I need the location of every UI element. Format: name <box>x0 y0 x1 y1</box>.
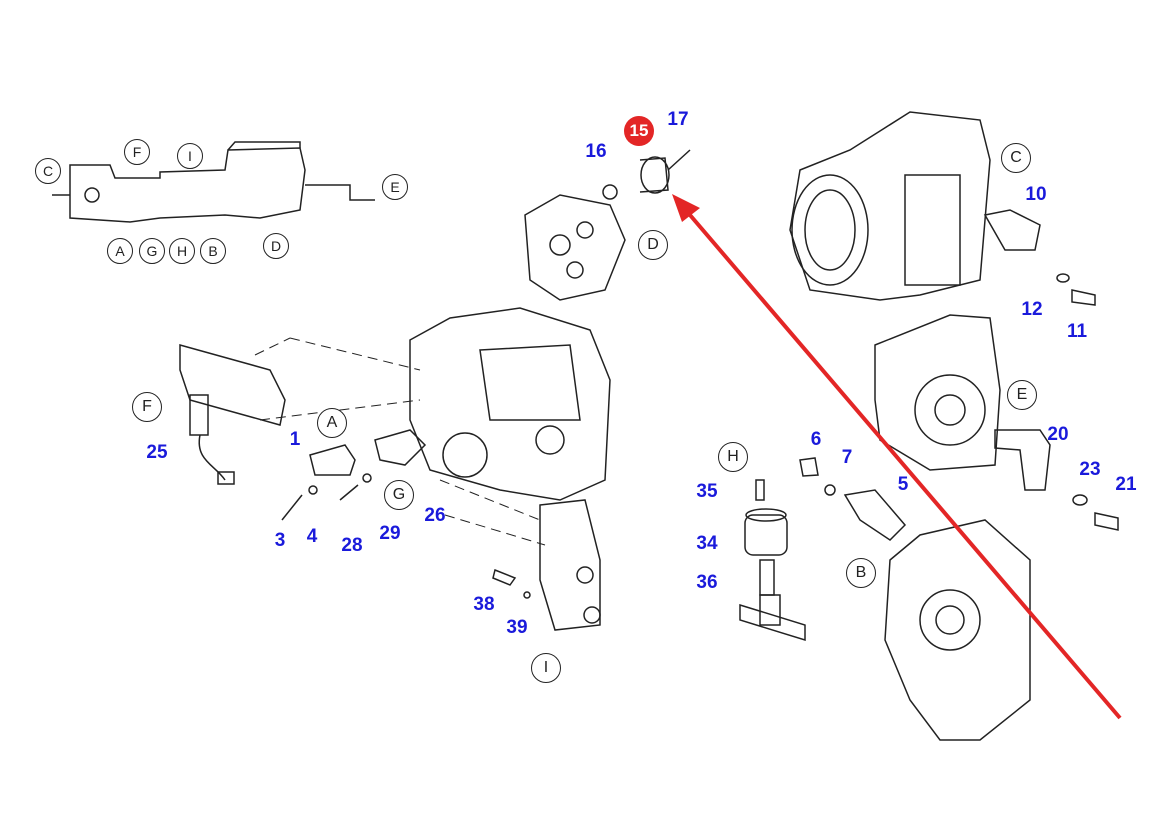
highlight-arrow <box>672 194 1122 720</box>
part-number-36: 36 <box>696 572 718 593</box>
overview-label-b: B <box>200 238 226 264</box>
group-label-c: C <box>1001 143 1031 173</box>
overview-label-h: H <box>169 238 195 264</box>
component-f-block <box>179 344 286 485</box>
part-number-35: 35 <box>696 481 718 502</box>
part-number-28: 28 <box>341 535 363 556</box>
part-number-34: 34 <box>696 533 718 554</box>
component-d-block <box>524 149 691 301</box>
part-number-20: 20 <box>1047 424 1069 445</box>
part-number-11: 11 <box>1066 321 1088 342</box>
group-label-a: A <box>317 408 347 438</box>
overview-label-e: E <box>382 174 408 200</box>
component-c-housing <box>789 111 1096 306</box>
part-number-3: 3 <box>274 530 286 551</box>
highlighted-part-15[interactable]: 15 <box>624 116 654 146</box>
part-number-6: 6 <box>810 429 822 450</box>
group-label-d: D <box>638 230 668 260</box>
overview-label-c: C <box>35 158 61 184</box>
part-number-39: 39 <box>506 617 528 638</box>
part-number-25: 25 <box>146 442 168 463</box>
part-number-29: 29 <box>379 523 401 544</box>
part-number-23: 23 <box>1079 459 1101 480</box>
part-number-4: 4 <box>306 526 318 547</box>
group-label-e: E <box>1007 380 1037 410</box>
part-number-26: 26 <box>424 505 446 526</box>
component-b-housing <box>884 519 1031 741</box>
part-number-17: 17 <box>667 109 689 130</box>
overview-label-a: A <box>107 238 133 264</box>
part-number-7: 7 <box>841 447 853 468</box>
component-i-valve <box>492 499 601 631</box>
overview-label-g: G <box>139 238 165 264</box>
group-label-i: I <box>531 653 561 683</box>
overview-assembly <box>52 141 375 223</box>
part-number-10: 10 <box>1025 184 1047 205</box>
group-label-b: B <box>846 558 876 588</box>
part-number-38: 38 <box>473 594 495 615</box>
component-e-housing <box>874 314 1119 531</box>
component-a-sensors <box>281 429 427 521</box>
part-number-21: 21 <box>1115 474 1137 495</box>
overview-label-i: I <box>177 143 203 169</box>
main-gearbox <box>409 307 611 501</box>
overview-label-f: F <box>124 139 150 165</box>
part-number-1: 1 <box>289 429 301 450</box>
component-h-gauge <box>739 479 806 642</box>
part-number-5: 5 <box>897 474 909 495</box>
part-number-12: 12 <box>1021 299 1043 320</box>
overview-label-d: D <box>263 233 289 259</box>
part-number-16: 16 <box>585 141 607 162</box>
component-b-sensor <box>799 457 907 541</box>
group-label-f: F <box>132 392 162 422</box>
group-label-h: H <box>718 442 748 472</box>
group-label-g: G <box>384 480 414 510</box>
